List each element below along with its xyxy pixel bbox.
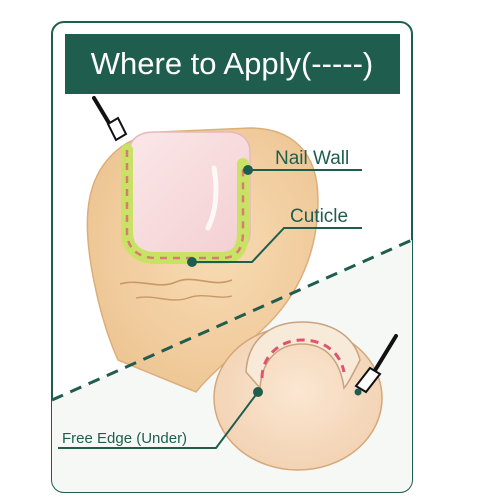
toe-wrinkle-1 — [119, 278, 233, 286]
toe-wrinkle-2 — [135, 295, 233, 301]
section-divider — [52, 238, 412, 402]
leader-cuticle — [187, 227, 362, 267]
nail-shine — [205, 165, 219, 231]
fingertip-skin — [213, 325, 383, 471]
leader-nail-wall — [243, 165, 362, 175]
title-banner — [65, 34, 400, 94]
fingertip-nail-edge — [245, 321, 361, 390]
label-nail-wall: Nail Wall — [275, 148, 349, 169]
brush-icon — [92, 96, 128, 142]
fingertip-illustration — [213, 321, 383, 471]
leader-free-edge — [58, 387, 263, 449]
label-free-edge: Free Edge (Under) — [62, 430, 187, 447]
toe-illustration — [86, 127, 319, 393]
label-cuticle: Cuticle — [290, 206, 348, 227]
free-edge-dashes — [260, 338, 346, 379]
page-title: Where to Apply(-----) — [91, 46, 373, 81]
brush-icon — [354, 334, 398, 396]
nail-plate — [129, 131, 251, 255]
